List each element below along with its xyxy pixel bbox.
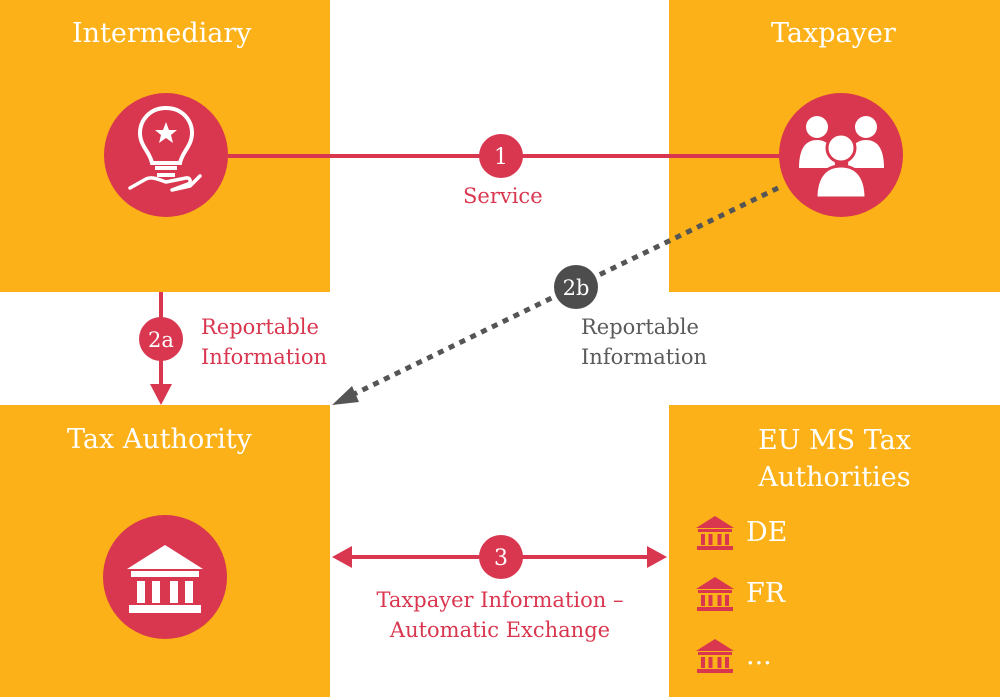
eu-authorities-title-line-1: EU MS Tax (757, 425, 911, 456)
step-3-text: 3 (494, 546, 508, 571)
eu-authorities-title: EU MS Tax Authorities (669, 422, 1000, 496)
reportable-2b-label: Reportable Information (581, 312, 707, 372)
step-2a-text: 2a (148, 328, 174, 352)
exchange-label: Taxpayer Information – Automatic Exchang… (340, 585, 660, 645)
eu-authorities-title-line-2: Authorities (758, 462, 911, 493)
country-item: FR (696, 573, 785, 613)
intermediary-title: Intermediary (72, 18, 252, 49)
country-code: ... (746, 639, 772, 671)
step-3-badge: 3 (479, 535, 523, 579)
service-label: Service (463, 184, 543, 208)
step-2a-badge: 2a (139, 317, 183, 361)
step-1-badge: 1 (479, 134, 523, 178)
exchange-label-line-2: Automatic Exchange (389, 618, 611, 642)
exchange-arrowhead-left (332, 546, 352, 568)
country-code: DE (746, 516, 788, 548)
bank-building-icon (696, 577, 734, 611)
country-item: DE (696, 512, 787, 552)
reportable-2a-label-line-1: Reportable (201, 315, 319, 339)
exchange-label-line-1: Taxpayer Information – (376, 588, 624, 612)
country-code: FR (746, 577, 786, 609)
step-2b-text: 2b (563, 276, 590, 300)
step-2b-badge: 2b (554, 265, 598, 309)
step-1-text: 1 (494, 145, 508, 170)
reportable-2b-label-line-1: Reportable (581, 315, 699, 339)
tax-authority-title: Tax Authority (67, 424, 252, 455)
bank-building-icon (696, 516, 734, 550)
exchange-arrowhead-right (647, 546, 667, 568)
bank-building-icon (696, 639, 734, 673)
reportable-2a-arrowhead (150, 384, 172, 405)
reportable-2a-label-line-2: Information (201, 345, 328, 369)
bank-building-icon (103, 515, 227, 639)
taxpayer-title: Taxpayer (771, 18, 896, 49)
lightbulb-hand-icon (104, 93, 228, 217)
people-group-icon (779, 93, 903, 217)
reportable-2b-arrowhead (332, 386, 359, 405)
reportable-2b-label-line-2: Information (581, 345, 708, 369)
reportable-2a-label: Reportable Information (201, 312, 327, 372)
reportable-2b-connector (348, 185, 780, 399)
country-item: ... (696, 635, 772, 675)
